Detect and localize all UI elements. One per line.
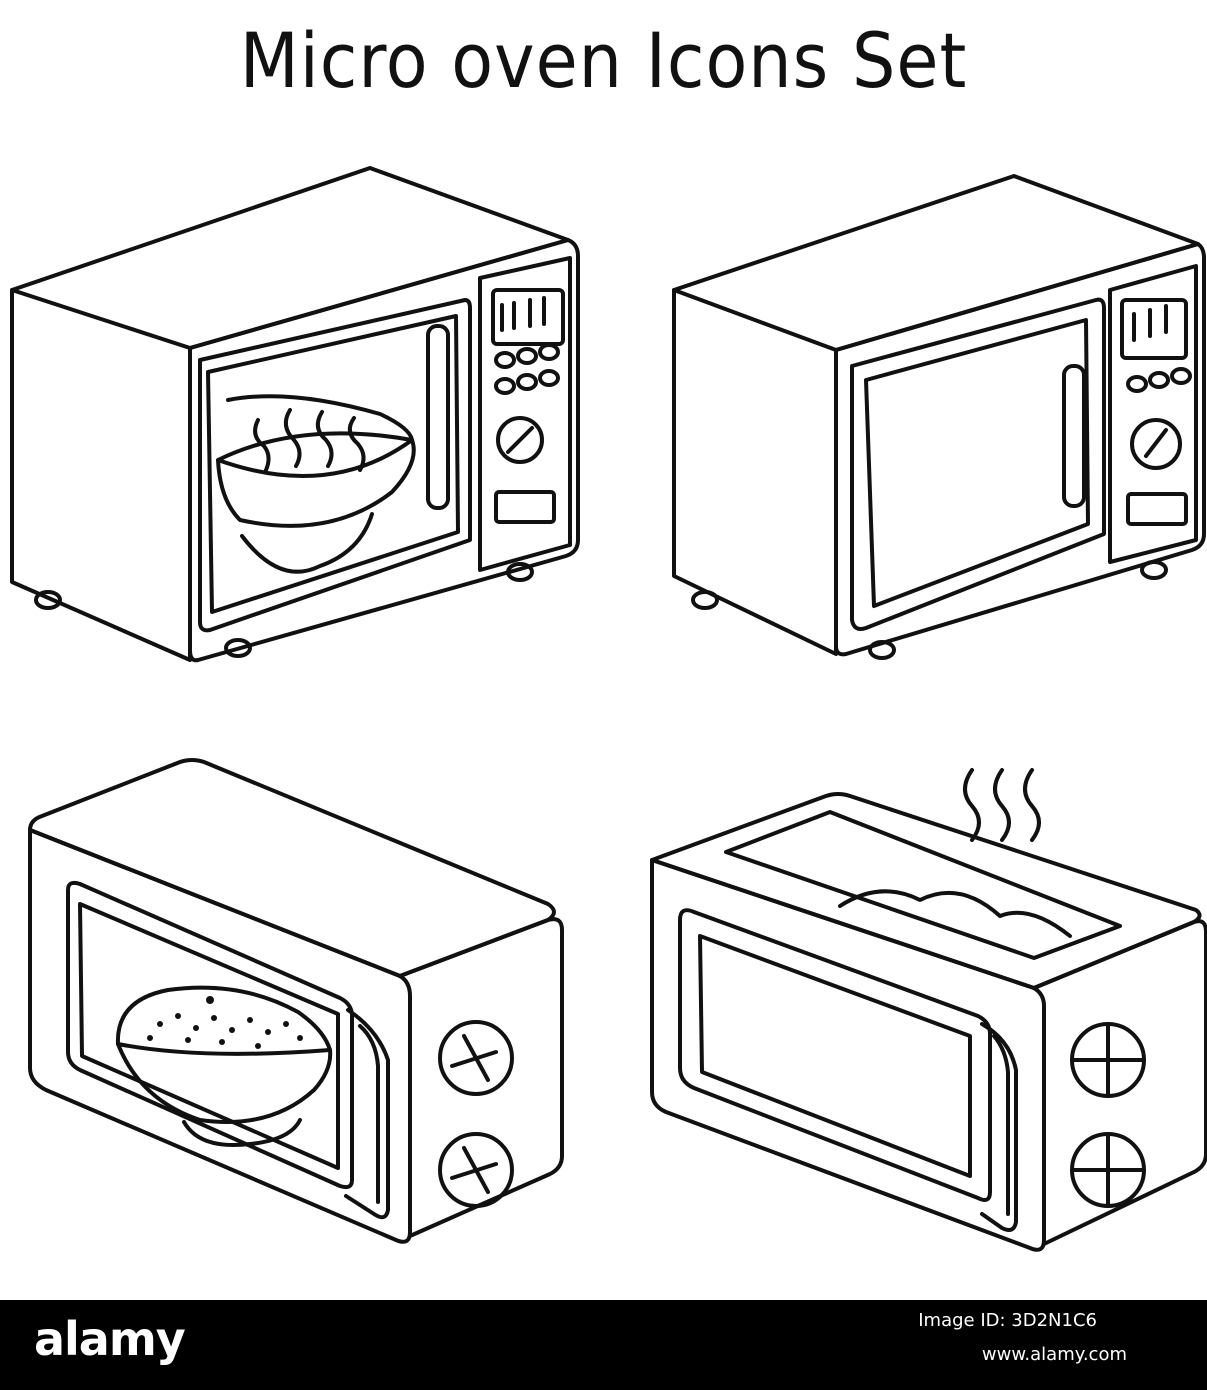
microwave-empty-icon bbox=[672, 174, 1206, 660]
site-url[interactable]: www.alamy.com bbox=[981, 1344, 1127, 1365]
page-title: Micro oven Icons Set bbox=[239, 15, 968, 105]
image-id-label: Image ID: 3D2N1C6 bbox=[918, 1310, 1097, 1331]
microwave-bowl-cereal-icon bbox=[28, 758, 564, 1244]
brand-logo[interactable]: alamy bbox=[34, 1312, 186, 1366]
toaster-oven-steam-icon bbox=[650, 768, 1207, 1252]
microwave-bowl-steam-icon bbox=[10, 166, 580, 663]
icon-grid bbox=[10, 166, 1207, 1252]
footer-banner: alamy Image ID: 3D2N1C6 www.alamy.com bbox=[0, 1300, 1207, 1390]
